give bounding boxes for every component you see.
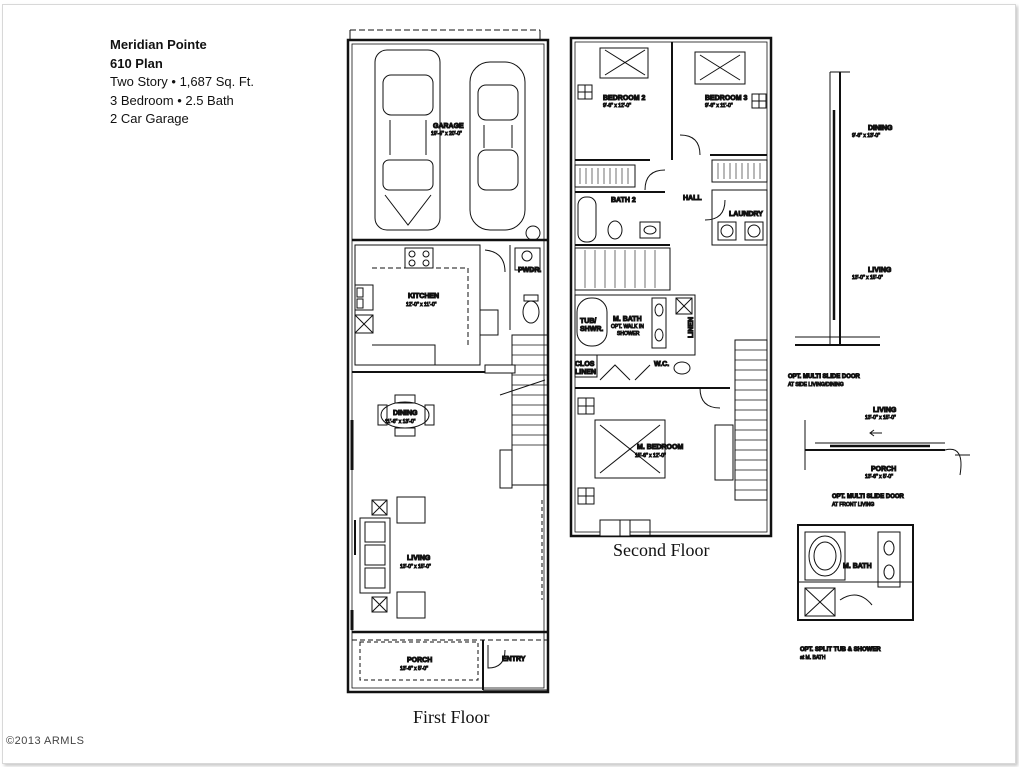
dims-porch: 13'-6" x 5'-0" bbox=[400, 666, 428, 672]
option-split-tub bbox=[797, 524, 914, 621]
community-name: Meridian Pointe bbox=[110, 37, 207, 52]
bed-bedroom-2 bbox=[599, 47, 649, 79]
dining-table bbox=[377, 394, 435, 437]
label-entry: ENTRY bbox=[502, 656, 526, 663]
opt-label-dining: DINING bbox=[868, 125, 893, 132]
label-linen: LINEN bbox=[688, 317, 695, 338]
opt-split-sub: at M. BATH bbox=[800, 655, 826, 661]
first-floor-plan bbox=[346, 29, 550, 694]
note-walk-in: OPT. WALK IN bbox=[611, 324, 644, 330]
label-tub: TUB/ bbox=[580, 318, 596, 325]
dims-dining: 11'-6" x 13'-0" bbox=[385, 419, 416, 425]
label-porch: PORCH bbox=[407, 657, 432, 664]
plan-info: Meridian Pointe 610 Plan Two Story • 1,6… bbox=[110, 36, 254, 129]
opt-dims-living: 13'-0" x 15'-0" bbox=[852, 275, 883, 281]
label-bath-2: BATH 2 bbox=[611, 197, 636, 204]
opt-slide-1-sub: AT SIDE LIVING/DINING bbox=[788, 382, 844, 388]
bed-master-bedroom bbox=[594, 419, 666, 479]
living-furniture bbox=[359, 496, 426, 619]
first-floor-caption: First Floor bbox=[413, 707, 490, 727]
opt-dims-living-2: 13'-0" x 15'-0" bbox=[865, 415, 896, 421]
label-dining: DINING bbox=[393, 410, 418, 417]
plan-size: Two Story • 1,687 Sq. Ft. bbox=[110, 74, 255, 89]
note-shower: SHOWER bbox=[617, 331, 640, 337]
document-frame bbox=[2, 4, 1016, 764]
opt-label-porch: PORCH bbox=[871, 466, 896, 473]
dims-bedroom-3: 9'-6" x 11'-0" bbox=[705, 103, 733, 109]
plan-name: 610 Plan bbox=[110, 55, 163, 71]
opt-dims-porch: 13'-6" x 5'-0" bbox=[865, 474, 893, 480]
label-kitchen: KITCHEN bbox=[408, 293, 439, 300]
dims-living: 13'-0" x 15'-0" bbox=[400, 564, 431, 570]
label-m-bedroom: M. BEDROOM bbox=[637, 444, 683, 451]
second-floor-caption: Second Floor bbox=[613, 540, 710, 560]
opt-slide-2-sub: AT FRONT LIVING bbox=[832, 502, 874, 508]
label-clos: CLOS bbox=[575, 361, 595, 368]
dims-bedroom-2: 9'-6" x 12'-0" bbox=[603, 103, 631, 109]
label-clos-linen: LINEN bbox=[575, 369, 596, 376]
opt-label-living: LIVING bbox=[868, 267, 892, 274]
label-shwr: SHWR. bbox=[580, 326, 603, 333]
option-front-slide-door bbox=[804, 420, 970, 476]
car-right bbox=[469, 61, 526, 231]
copyright: ©2013 ARMLS bbox=[6, 735, 85, 747]
label-pwdr: PWDR. bbox=[518, 267, 541, 274]
bed-bedroom-3 bbox=[694, 51, 746, 85]
option-side-slide-door bbox=[795, 71, 880, 346]
opt-dims-dining: 9'-6" x 13'-0" bbox=[852, 133, 880, 139]
second-floor-plan bbox=[569, 36, 773, 538]
label-garage: GARAGE bbox=[433, 123, 464, 130]
label-m-bath: M. BATH bbox=[613, 316, 642, 323]
opt-slide-1-title: OPT. MULTI SLIDE DOOR bbox=[788, 374, 861, 380]
label-bedroom-2: BEDROOM 2 bbox=[603, 95, 646, 102]
label-wc: W.C. bbox=[654, 361, 669, 368]
opt-split-title: OPT. SPLIT TUB & SHOWER bbox=[800, 647, 881, 653]
opt-slide-2-title: OPT. MULTI SLIDE DOOR bbox=[832, 494, 905, 500]
label-laundry: LAUNDRY bbox=[729, 211, 763, 218]
dims-m-bedroom: 15'-6" x 12'-0" bbox=[635, 453, 666, 459]
dims-garage: 19'-4" x 20'-0" bbox=[431, 131, 462, 137]
opt-label-living-2: LIVING bbox=[873, 407, 897, 414]
label-bedroom-3: BEDROOM 3 bbox=[705, 95, 748, 102]
label-hall: HALL bbox=[683, 195, 702, 202]
plan-garage: 2 Car Garage bbox=[110, 111, 189, 126]
car-left bbox=[374, 49, 441, 231]
label-living: LIVING bbox=[407, 555, 431, 562]
plan-rooms: 3 Bedroom • 2.5 Bath bbox=[110, 92, 234, 108]
dims-kitchen: 12'-0" x 11'-0" bbox=[406, 302, 437, 308]
opt-label-m-bath: M. BATH bbox=[843, 563, 872, 570]
